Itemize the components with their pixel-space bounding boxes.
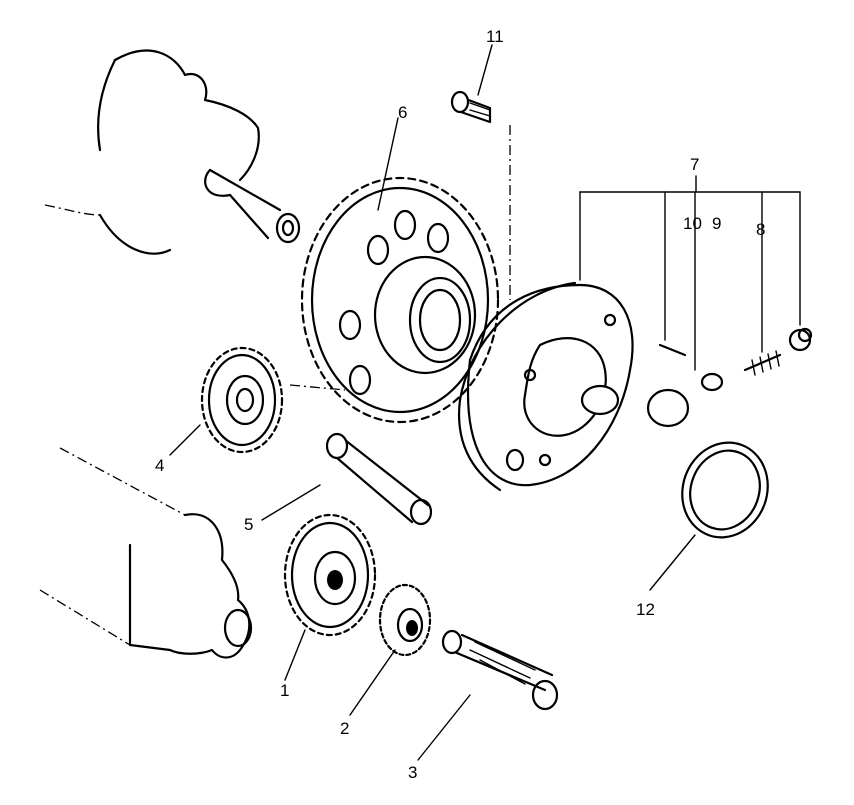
callout-1: 1 xyxy=(280,681,289,700)
part-7-starter-clutch xyxy=(458,125,634,492)
part-12-washer xyxy=(681,441,769,539)
part-1-gear xyxy=(283,513,377,637)
callout-leaders xyxy=(169,44,696,761)
gear-shaft-drawing xyxy=(39,447,253,659)
callout-3: 3 xyxy=(408,763,417,782)
crankshaft-drawing xyxy=(44,49,301,255)
callout-11: 11 xyxy=(486,27,504,46)
callout-7: 7 xyxy=(690,155,699,174)
callout-8: 8 xyxy=(756,220,765,239)
callout-10: 10 xyxy=(683,214,702,233)
parts-8-9-10-roller-spring-cap xyxy=(646,327,813,428)
callout-4: 4 xyxy=(155,456,164,475)
part-5-pin xyxy=(325,432,433,526)
callout-12: 12 xyxy=(636,600,655,619)
callout-6: 6 xyxy=(398,103,407,122)
part-6-large-sprocket xyxy=(300,176,500,424)
callout-bracket-7 xyxy=(579,175,801,371)
callout-9: 9 xyxy=(712,214,721,233)
part-3-splined-shaft xyxy=(441,629,559,711)
part-4-small-gear xyxy=(200,346,346,454)
callout-5: 5 xyxy=(244,515,253,534)
part-11-bolt xyxy=(450,90,492,124)
part-2-small-gear xyxy=(378,583,432,657)
callout-2: 2 xyxy=(340,719,349,738)
